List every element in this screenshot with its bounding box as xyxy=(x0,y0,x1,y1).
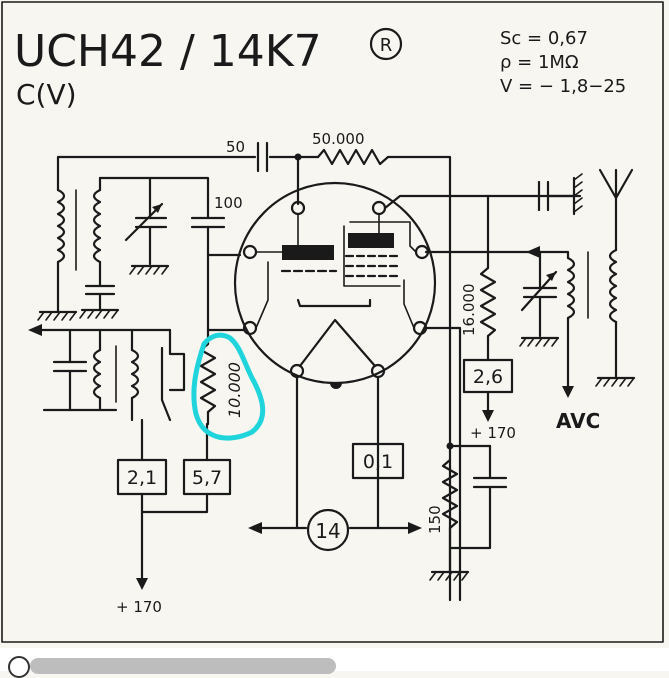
tube-wiring xyxy=(206,194,582,602)
spec-line-3: V = − 1,8−25 xyxy=(500,76,626,97)
antenna-icon xyxy=(598,168,634,252)
cap-100-label: 100 xyxy=(214,194,243,212)
schematic-diagram: UCH42 / 14K7 R C(V) Sc = 0,67 ρ = 1MΩ V … xyxy=(1,1,664,643)
variable-capacitor-right xyxy=(519,250,560,347)
spec-line-1: Sc = 0,67 xyxy=(500,28,588,49)
res-top-label: 50.000 xyxy=(312,130,365,148)
highlight-annotation xyxy=(191,332,266,441)
capacitor-100 xyxy=(190,198,242,332)
box-0-1 xyxy=(351,442,405,480)
box-5-7 xyxy=(140,422,232,514)
page-border xyxy=(1,1,664,643)
resistor-16000 xyxy=(479,266,497,362)
res-16000-label: 16.000 xyxy=(460,284,478,337)
res-150-label: 150 xyxy=(426,505,444,534)
box-2-1-label: 2,1 xyxy=(127,467,157,489)
supply-left-label: + 170 xyxy=(116,598,162,616)
avc-label: AVC xyxy=(556,409,600,433)
bottom-circle-icon xyxy=(8,656,30,678)
coil-pair-right xyxy=(538,248,636,398)
res-10000-label: 10.000 xyxy=(225,362,244,418)
box-2-1 xyxy=(116,458,168,590)
supply-right-label: + 170 xyxy=(470,424,516,442)
bottom-bar xyxy=(0,648,669,678)
heater-line xyxy=(248,508,422,552)
left-output-section xyxy=(28,324,186,462)
box-2-6-label: 2,6 xyxy=(473,366,503,388)
vacuum-tube xyxy=(233,181,437,389)
box-5-7-label: 5,7 xyxy=(192,467,222,489)
resistor-top xyxy=(316,148,390,166)
bottom-scroll-pill[interactable] xyxy=(30,658,336,674)
variable-capacitor-left xyxy=(124,194,170,275)
top-wiring xyxy=(56,153,452,602)
capacitor-antenna xyxy=(537,173,583,216)
box-0-1-label: 0,1 xyxy=(363,451,393,473)
box-2-6 xyxy=(462,358,514,422)
coil-pair-top xyxy=(37,176,120,321)
capacitor-top xyxy=(256,141,269,173)
spec-line-2: ρ = 1MΩ xyxy=(500,52,579,73)
resistor-150 xyxy=(429,442,508,581)
registered-mark-circle xyxy=(369,27,403,61)
registered-mark: R xyxy=(380,35,393,56)
heater-label: 14 xyxy=(315,519,340,543)
tube-title: UCH42 / 14K7 xyxy=(14,26,322,77)
tube-subtitle: C(V) xyxy=(16,78,77,111)
cap-top-label: 50 xyxy=(226,138,245,156)
